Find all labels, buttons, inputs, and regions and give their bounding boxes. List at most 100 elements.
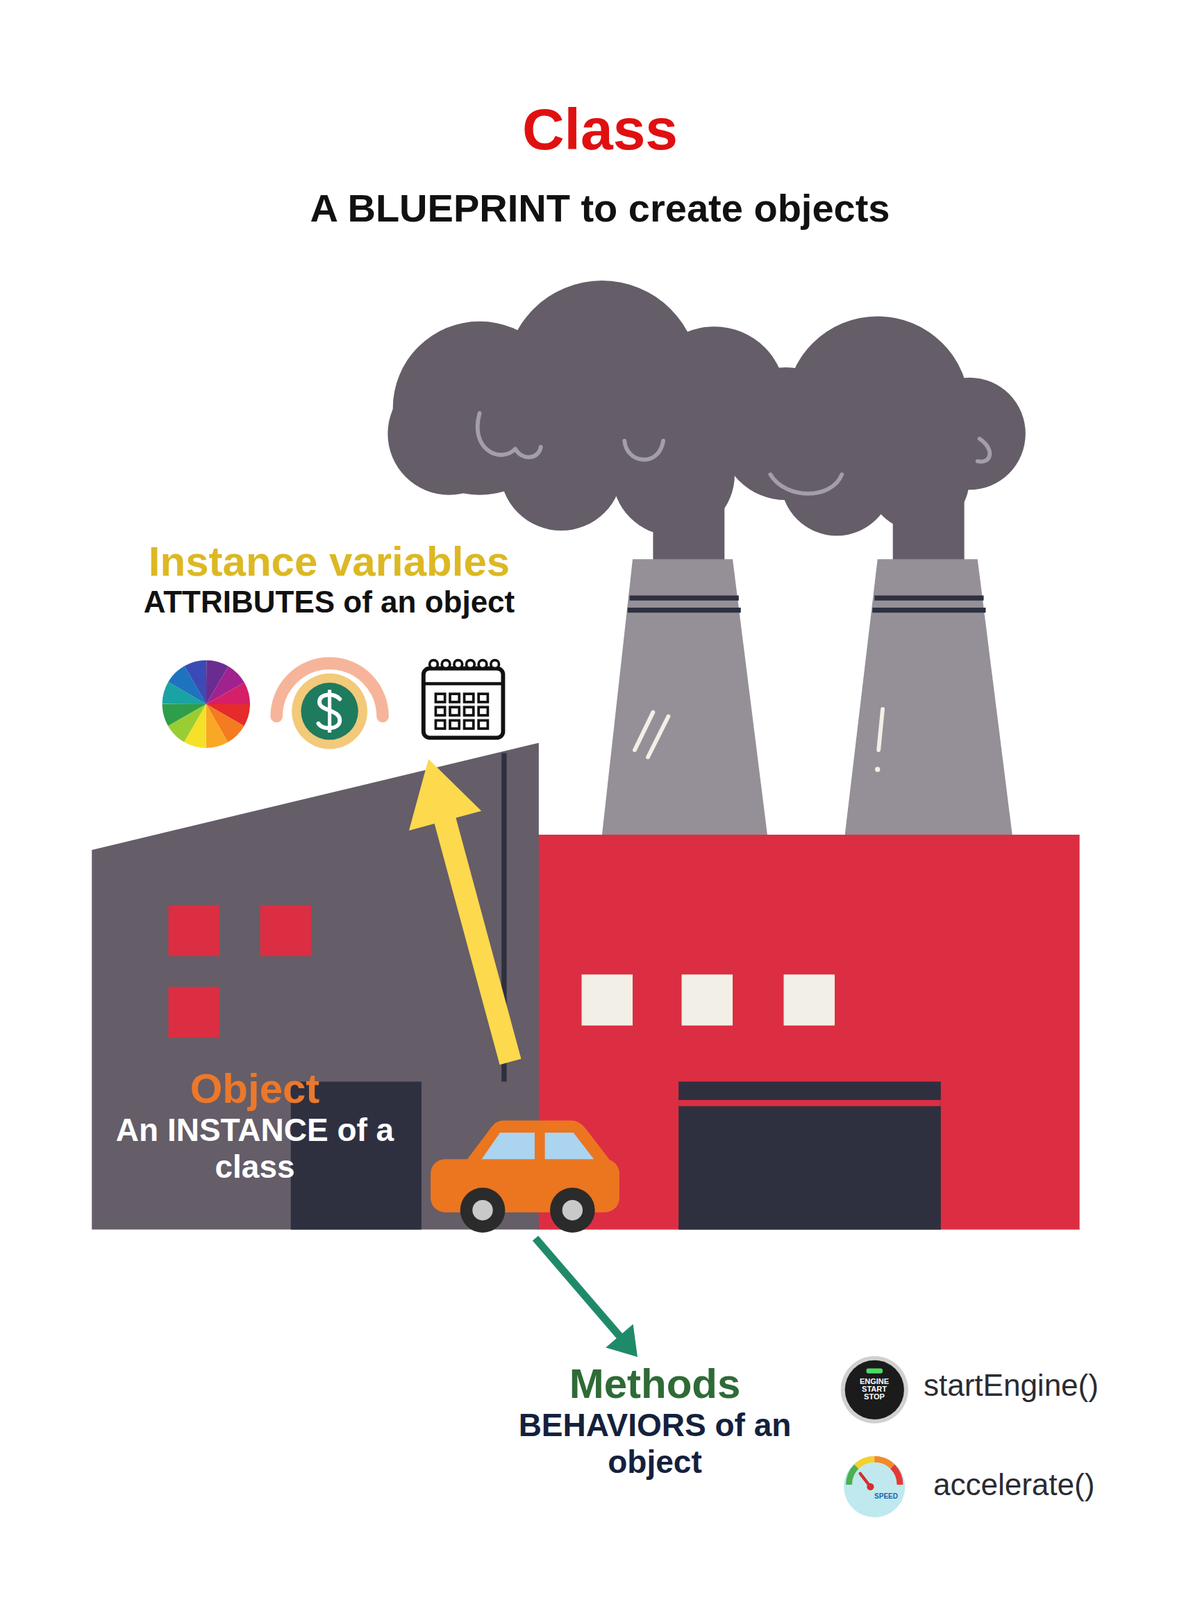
money-icon-part: [300, 682, 358, 740]
speedometer-icon: [843, 1456, 905, 1518]
money-icon-part: [291, 673, 368, 750]
calendar-icon-part-part: [450, 720, 460, 729]
object-callout: ObjectAn INSTANCE of a class: [102, 1065, 628, 1235]
engine-button-icon-part: [840, 1356, 909, 1424]
car-part: [460, 1187, 506, 1233]
chimney: [602, 559, 1013, 835]
yellow-arrow: [409, 759, 511, 1062]
engine-button-icon-part: [845, 1360, 905, 1420]
calendar-icon-part: [423, 681, 504, 685]
car-part: [550, 1187, 596, 1233]
speedometer-icon-part: [856, 1459, 875, 1467]
chimney-part: [634, 712, 653, 750]
smoke-swirl-part: [624, 440, 664, 460]
calendar-icon-part-part: [478, 706, 488, 716]
chimney-part: [647, 716, 669, 758]
arrow-shaft: [535, 1238, 621, 1337]
calendar-icon-part: [454, 660, 463, 669]
calendar-icon-part: [441, 660, 450, 669]
color-wheel-icon-part: [184, 681, 228, 726]
car-part: [464, 1120, 613, 1164]
color-wheel-icon-part: [184, 681, 228, 726]
smoke-swirl: [477, 413, 991, 494]
chimney-part: [629, 595, 739, 600]
color-wheel-icon-part: [184, 681, 228, 726]
red-building-part: [581, 974, 633, 1025]
color-wheel-icon-part: [184, 681, 228, 726]
calendar-icon-part-part: [478, 693, 488, 703]
calendar-icon-part-part: [435, 706, 445, 716]
color-wheel-icon-part: [184, 681, 228, 726]
chimney-part: [878, 709, 883, 750]
calendar-icon-part-part: [435, 720, 445, 729]
speedometer-icon-part: [874, 1459, 893, 1467]
text-column: Instance variablesATTRIBUTES of an objec…: [106, 538, 552, 621]
smoke-swirl-part: [770, 474, 842, 494]
node-heading: Instance variables: [106, 538, 552, 585]
money-icon: [276, 663, 383, 749]
color-wheel-icon: [184, 681, 228, 726]
chimney-part: [845, 559, 1013, 835]
smoke-swirl-part: [477, 413, 516, 455]
smoke-swirl-part: [515, 447, 541, 458]
smoke-swirl-part: [977, 438, 991, 462]
car-part: [481, 1132, 535, 1160]
method-name: accelerate(): [933, 1466, 1191, 1504]
grey-building-part: [168, 986, 219, 1038]
car: [430, 1120, 620, 1233]
attributes-callout: Instance variablesATTRIBUTES of an objec…: [106, 538, 552, 755]
node-heading: Object: [102, 1065, 408, 1112]
calendar-icon-part: [435, 693, 488, 729]
calendar-icon-part-part: [464, 693, 474, 703]
smoke-cloud-part: [500, 408, 623, 531]
speedometer-icon-part: [892, 1466, 900, 1485]
red-building-part: [681, 974, 733, 1025]
red-building-part: [678, 1081, 941, 1230]
calendar-icon-part-part: [435, 693, 445, 703]
chimney-part: [602, 559, 768, 835]
smoke-cloud-part: [387, 372, 510, 495]
green-arrow: [535, 1238, 638, 1357]
color-wheel-icon-part: [184, 681, 228, 726]
text-column: MethodsBEHAVIORS of an object: [515, 1361, 794, 1481]
methods-callout: MethodsBEHAVIORS of an object: [515, 1361, 794, 1528]
calendar-icon-part-part: [478, 720, 488, 729]
calendar-icon-part: [490, 660, 500, 669]
color-wheel-icon-part: [184, 681, 228, 726]
color-wheel-icon-part: [184, 681, 228, 726]
color-wheel-icon-part: [184, 681, 228, 726]
engine-button-icon-part: [866, 1368, 884, 1373]
arrow-shaft: [445, 819, 511, 1062]
calendar-icon-part: [478, 660, 487, 669]
calendar-icon: [423, 660, 504, 739]
icon-text: ENGINE START STOP: [853, 1377, 896, 1401]
calendar-icon-part-part: [464, 706, 474, 716]
node-body: ATTRIBUTES of an object: [106, 584, 552, 621]
red-building-part: [783, 974, 835, 1025]
arrow-head: [409, 759, 482, 831]
color-wheel-icon-part: [184, 681, 228, 726]
calendar-icon-part: [466, 660, 475, 669]
speedometer-icon-part: [866, 1483, 874, 1491]
speedometer-icon-part: [849, 1466, 857, 1485]
money-icon-part: [318, 694, 340, 728]
diagram-title: Class: [0, 97, 1200, 162]
calendar-icon-part-part: [450, 693, 460, 703]
engine-button-icon: [840, 1356, 909, 1424]
chimney-part: [875, 766, 880, 772]
chimney-part: [872, 607, 986, 613]
car-part: [472, 1200, 493, 1221]
car-part: [545, 1132, 595, 1160]
grey-building-part: [260, 904, 312, 956]
grey-building-part: [168, 904, 219, 956]
node-body: An INSTANCE of a class: [102, 1111, 408, 1186]
calendar-icon-part: [423, 668, 504, 738]
calendar-icon-part-part: [450, 706, 460, 716]
chimney-part: [874, 595, 984, 600]
node-body: BEHAVIORS of an object: [515, 1406, 794, 1481]
calendar-icon-part: [429, 660, 439, 669]
red-building-part: [678, 1100, 941, 1107]
